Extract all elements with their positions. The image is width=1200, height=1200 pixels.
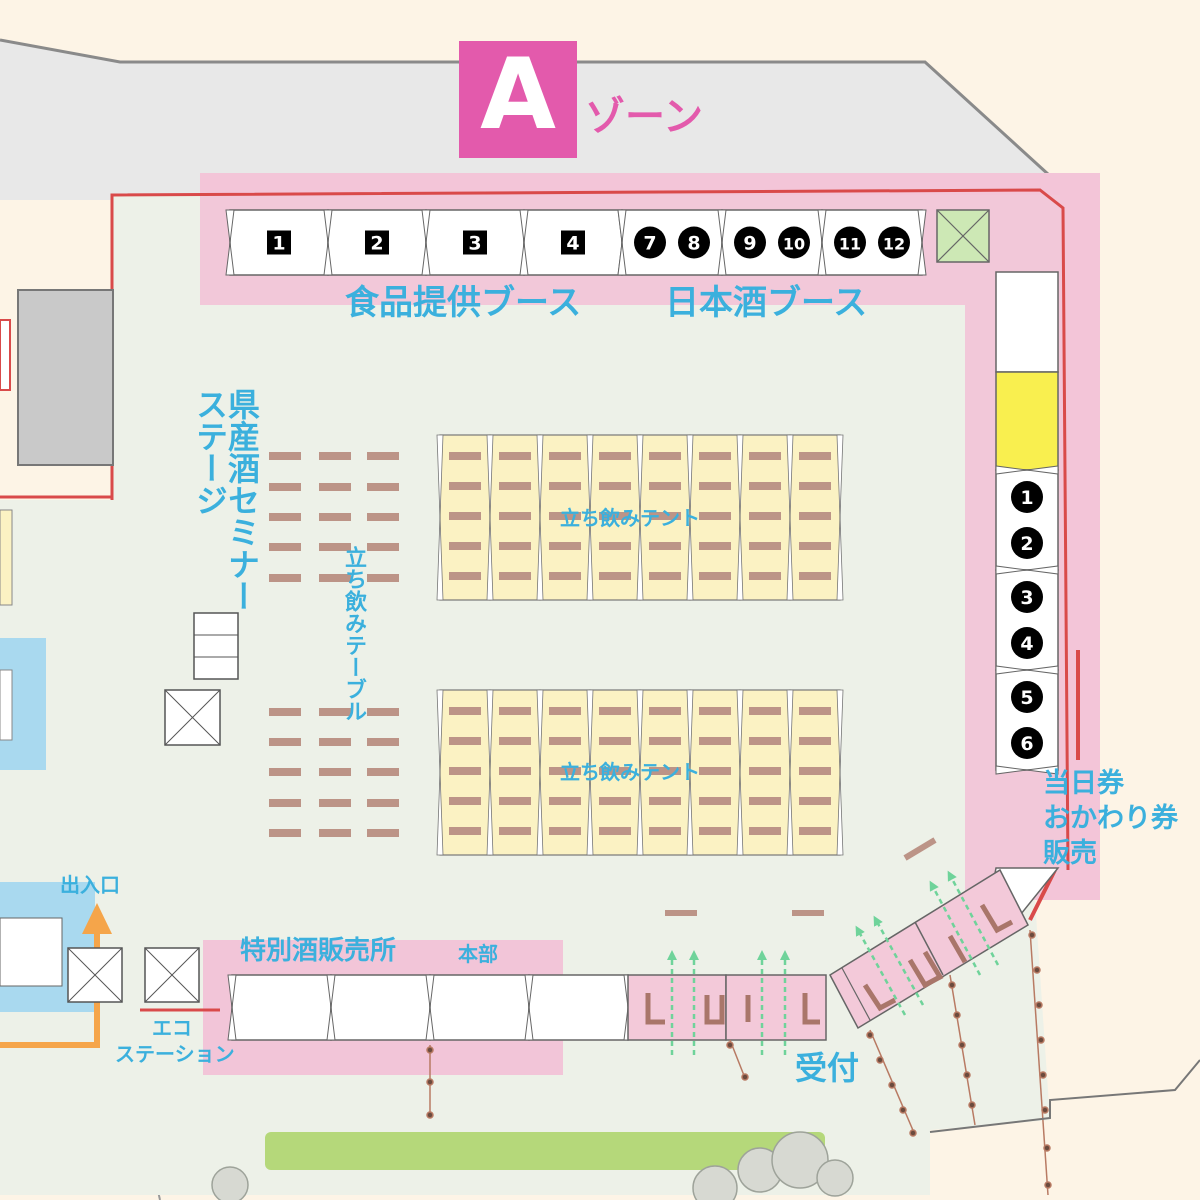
food-booth-1: 1	[267, 230, 291, 255]
ticket-sales-line-1: 当日券	[1043, 768, 1124, 799]
food-booths: 1 2 3 4	[225, 209, 627, 276]
svg-text:10: 10	[783, 235, 805, 254]
svg-text:4: 4	[1020, 633, 1033, 655]
left-building	[17, 289, 114, 466]
queue-markers	[665, 837, 937, 916]
svg-text:6: 6	[1020, 733, 1033, 755]
svg-text:3: 3	[1020, 587, 1033, 609]
right-booths: 1 2 3 4 5 6	[995, 465, 1059, 775]
rope-posts	[426, 929, 1052, 1196]
sake-booth-7: 7	[634, 226, 666, 259]
svg-text:7: 7	[643, 233, 656, 255]
sake-booth-9: 9	[734, 226, 766, 259]
seminar-stage-label: 県産酒セミナーステージ	[191, 388, 261, 612]
queue-arrows	[667, 870, 1000, 1055]
standing-tent-label-1: 立ち飲みテント	[560, 506, 700, 530]
svg-text:5: 5	[1020, 687, 1033, 709]
lower-road-edge	[929, 1059, 1200, 1133]
bottom-booths	[227, 974, 633, 1041]
reception-label: 受付	[795, 1049, 860, 1087]
sake-booth-11: 11	[834, 226, 866, 259]
special-sake-label: 特別酒販売所	[240, 936, 397, 966]
left-building-door	[0, 319, 11, 391]
food-booth-3: 3	[463, 230, 487, 255]
ticket-sales-line-3: 販売	[1043, 838, 1097, 869]
right-booth-6: 6	[1011, 727, 1043, 759]
entrance-label: 出入口	[60, 873, 120, 897]
standing-tent-label-2: 立ち飲みテント	[560, 760, 700, 784]
food-booth-2: 2	[365, 230, 389, 255]
right-booth-5: 5	[1011, 681, 1043, 713]
eco-station-line-1: エコ	[152, 1016, 192, 1040]
standing-tents	[436, 434, 844, 856]
standing-tables	[269, 452, 399, 837]
right-booth-2: 2	[1011, 527, 1043, 559]
entrance-boxes	[67, 947, 220, 1012]
entrance-arrow-head	[82, 903, 112, 934]
right-booth-white	[995, 271, 1059, 373]
sake-booth-12: 12	[878, 226, 910, 259]
svg-text:1: 1	[272, 233, 285, 255]
sake-booth-10: 10	[778, 226, 810, 259]
standing-table-label: 立ち飲みテーブル	[341, 546, 366, 722]
left-tent-stub	[0, 669, 13, 741]
zone-badge	[459, 41, 577, 158]
svg-text:2: 2	[370, 233, 383, 255]
svg-text:3: 3	[468, 233, 481, 255]
sake-booths: 7 8 9 10 11 12	[617, 209, 927, 276]
trees	[211, 1131, 854, 1200]
svg-text:9: 9	[743, 233, 756, 255]
right-booth-4: 4	[1011, 627, 1043, 659]
zone-suffix: ゾーン	[585, 94, 703, 140]
grass-strip	[265, 1132, 825, 1170]
right-booth-yellow	[995, 371, 1059, 471]
left-tent-stub-2	[0, 917, 63, 987]
svg-text:1: 1	[1020, 487, 1033, 509]
food-booth-4: 4	[561, 230, 585, 255]
seminar-stage-stand	[193, 612, 239, 680]
svg-text:12: 12	[883, 235, 905, 254]
svg-text:8: 8	[687, 233, 700, 255]
food-booth-label: 食品提供ブース	[345, 283, 582, 323]
left-yellow-booth	[0, 509, 13, 606]
fence-gate	[1028, 869, 1057, 921]
sake-booth-8: 8	[678, 226, 710, 259]
svg-text:2: 2	[1020, 533, 1033, 555]
eco-station-line-2: ステーション	[115, 1042, 235, 1066]
right-booth-3: 3	[1011, 581, 1043, 613]
sake-booth-label: 日本酒ブース	[665, 283, 868, 323]
ticket-sales-line-2: おかわり券	[1043, 803, 1178, 834]
svg-text:11: 11	[839, 235, 861, 254]
hq-label: 本部	[458, 942, 498, 966]
reception-booths	[627, 868, 1029, 1041]
zone-letter: A	[480, 38, 556, 152]
svg-text:4: 4	[566, 233, 579, 255]
right-booth-1: 1	[1011, 481, 1043, 513]
